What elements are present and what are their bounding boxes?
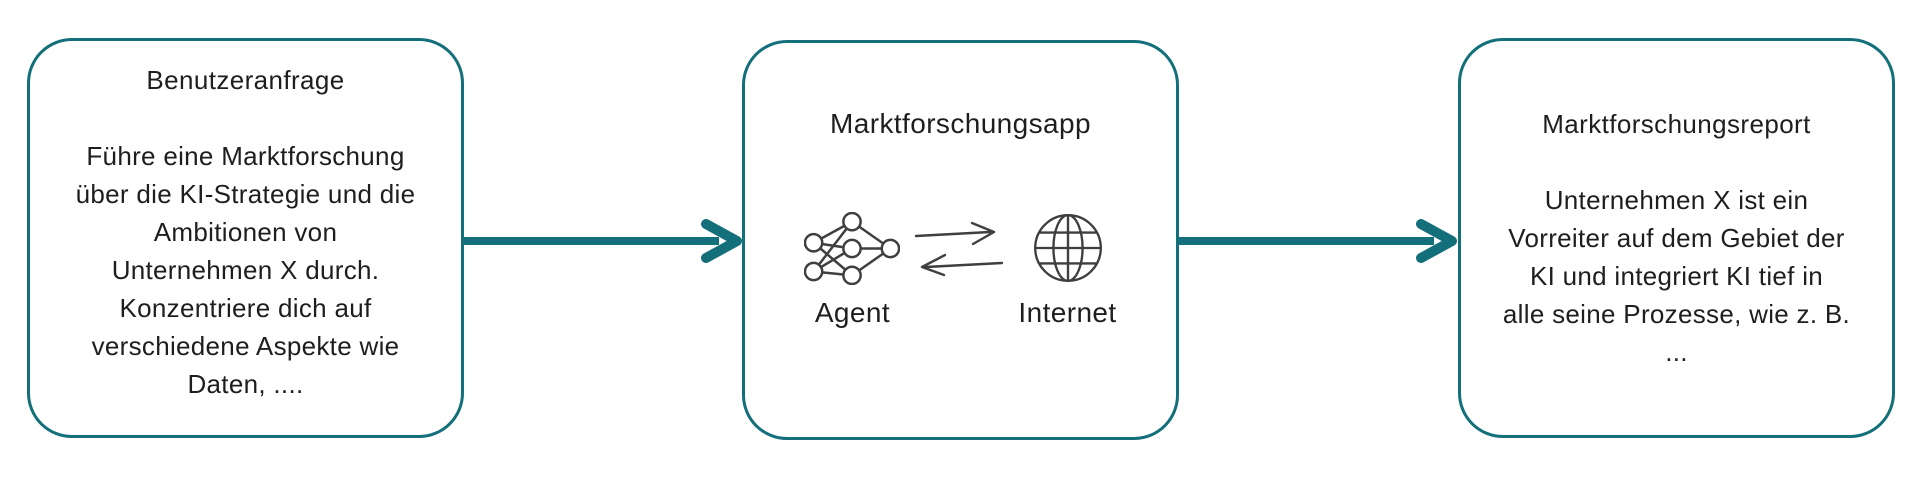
flow-arrow-app-to-report-icon [1179,219,1457,263]
app-visual: Agent [804,206,1116,332]
agent-label: Agent [814,297,890,328]
agent-column: Agent [804,206,901,332]
report-text: Unternehmen X ist ein Vorreiter auf dem … [1502,185,1851,367]
neural-network-icon [804,206,901,290]
app-title: Marktforschungsapp [830,108,1091,139]
exchange-arrows-icon [915,221,1004,277]
user-request-text: Führe eine Marktforschung über die KI-St… [75,141,416,399]
market-research-app-box: Marktforschungsapp [742,40,1179,440]
market-research-report-box: Marktforschungsreport Unternehmen X ist … [1458,38,1895,438]
user-request-box: Benutzeranfrage Führe eine Marktforschun… [27,38,464,438]
internet-label: Internet [1018,297,1117,328]
user-request-title: Benutzeranfrage [146,65,345,95]
globe-icon [1027,206,1109,290]
flow-arrow-request-to-app-icon [464,219,742,263]
report-title: Marktforschungsreport [1542,109,1811,139]
internet-column: Internet [1018,206,1116,332]
